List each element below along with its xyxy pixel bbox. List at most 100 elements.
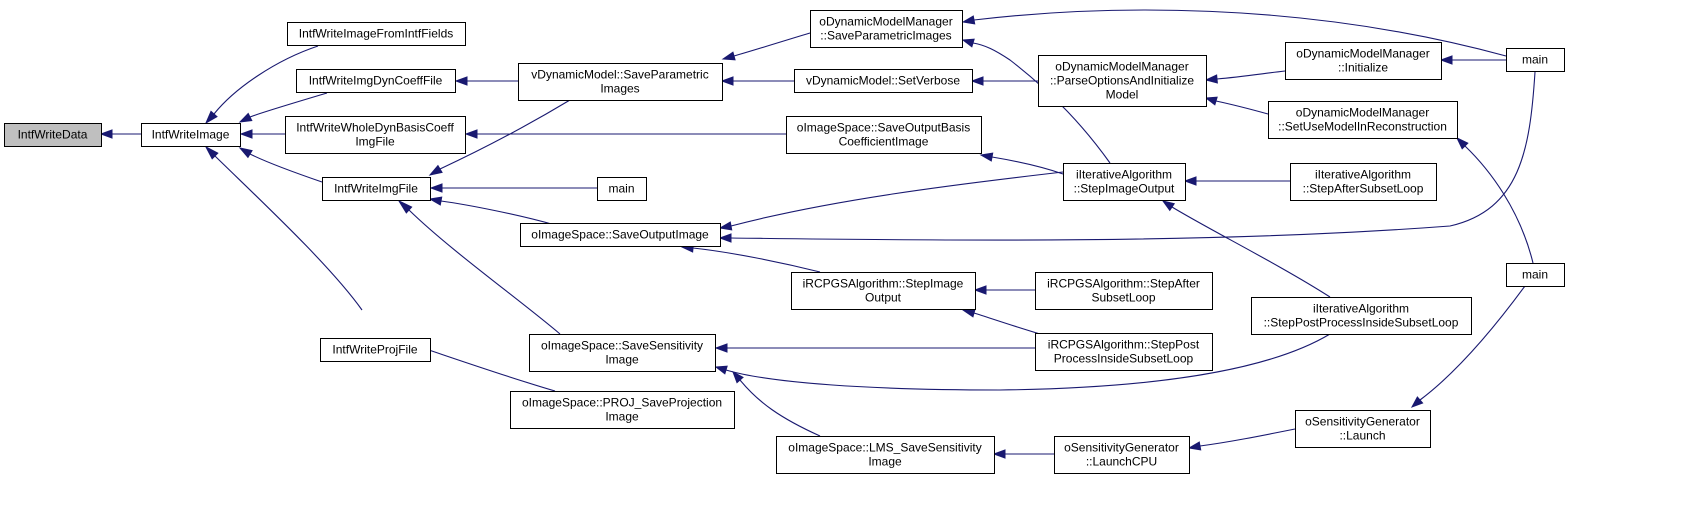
edge-arrowhead xyxy=(720,76,734,86)
edge-n13-to-n7 xyxy=(720,76,794,86)
edge-n18-to-n12 xyxy=(961,38,1111,164)
graph-node-n6[interactable]: IntfWriteProjFile xyxy=(320,338,431,362)
node-box xyxy=(529,334,716,372)
node-box xyxy=(1290,163,1437,201)
edge-n19-to-n15 xyxy=(973,285,1035,295)
graph-node-n15[interactable]: iRCPGSAlgorithm::StepImageOutput xyxy=(791,272,976,310)
edge-n6-to-n1 xyxy=(204,145,363,311)
edge-arrowhead xyxy=(239,129,253,139)
node-label-line: vDynamicModel::SaveParametric xyxy=(531,68,708,82)
graph-node-n20[interactable]: iRCPGSAlgorithm::StepPostProcessInsideSu… xyxy=(1035,333,1213,371)
edge-n28-to-n26 xyxy=(1410,285,1526,408)
node-box xyxy=(1268,101,1458,139)
edge-line xyxy=(249,153,323,183)
graph-node-n13[interactable]: vDynamicModel::SetVerbose xyxy=(794,69,973,93)
graph-node-n18[interactable]: iIterativeAlgorithm::StepImageOutput xyxy=(1063,163,1186,201)
node-label-line: ImgFile xyxy=(355,135,395,149)
graph-node-n2[interactable]: IntfWriteImageFromIntfFields xyxy=(287,22,466,46)
graph-node-n3[interactable]: IntfWriteImgDynCoeffFile xyxy=(296,69,456,93)
node-box xyxy=(285,116,466,154)
edge-arrowhead xyxy=(99,129,113,139)
edge-n9-to-n5 xyxy=(428,196,556,226)
edge-n16-to-n10 xyxy=(732,370,821,437)
edge-line xyxy=(1216,70,1286,80)
node-label-line: main xyxy=(1522,268,1548,282)
node-box xyxy=(4,123,102,147)
edge-n20-to-n10 xyxy=(714,343,1035,353)
node-box xyxy=(791,272,976,310)
node-label-line: oDynamicModelManager xyxy=(1055,60,1188,74)
edge-line xyxy=(692,247,821,273)
node-label-line: oImageSpace::SaveOutputBasis xyxy=(797,121,970,135)
node-box xyxy=(296,69,456,93)
edge-line xyxy=(730,171,1064,227)
graph-node-n24[interactable]: oDynamicModelManager::SetUseModelInRecon… xyxy=(1268,101,1458,139)
graph-node-n14[interactable]: oImageSpace::SaveOutputBasisCoefficientI… xyxy=(786,116,982,154)
graph-node-n1[interactable]: IntfWriteImage xyxy=(141,123,241,147)
edge-arrowhead xyxy=(238,147,253,159)
edge-line xyxy=(1419,285,1526,401)
node-box xyxy=(141,123,241,147)
node-box xyxy=(1038,55,1207,107)
graph-node-n27[interactable]: main xyxy=(1506,48,1565,72)
node-label-line: IntfWriteImage xyxy=(152,128,230,142)
graph-node-n23[interactable]: oDynamicModelManager::Initialize xyxy=(1285,42,1442,80)
node-box xyxy=(1251,297,1472,335)
edge-arrowhead xyxy=(204,145,219,160)
edge-n2-to-n1 xyxy=(204,45,319,125)
graph-node-n26[interactable]: oSensitivityGenerator::Launch xyxy=(1295,410,1431,448)
node-label-line: main xyxy=(1522,53,1548,67)
node-label-line: iIterativeAlgorithm xyxy=(1076,168,1172,182)
node-box xyxy=(520,223,721,247)
graph-node-n25[interactable]: iIterativeAlgorithm::StepAfterSubsetLoop xyxy=(1290,163,1437,201)
graph-node-n8[interactable]: main xyxy=(597,177,647,201)
node-label-line: vDynamicModel::SetVerbose xyxy=(806,74,960,88)
edge-arrowhead xyxy=(961,15,976,25)
node-box xyxy=(1506,263,1565,287)
edge-n7-to-n5 xyxy=(428,99,571,176)
node-box xyxy=(518,63,723,101)
edge-line xyxy=(991,156,1064,175)
edge-line xyxy=(725,333,1331,391)
graph-node-n19[interactable]: iRCPGSAlgorithm::StepAfterSubsetLoop xyxy=(1035,272,1213,310)
graph-node-n9[interactable]: oImageSpace::SaveOutputImage xyxy=(520,223,721,247)
graph-node-n0[interactable]: IntfWriteData xyxy=(4,123,102,147)
edge-arrowhead xyxy=(1455,136,1469,150)
node-label-line: SubsetLoop xyxy=(1091,291,1155,305)
node-label-line: IntfWriteData xyxy=(18,128,88,142)
node-label-line: Model xyxy=(1106,88,1139,102)
node-label-line: CoefficientImage xyxy=(839,135,929,149)
node-label-line: oSensitivityGenerator xyxy=(1064,441,1179,455)
edge-n1-to-n0 xyxy=(99,129,141,139)
graph-node-n12[interactable]: oDynamicModelManager::SaveParametricImag… xyxy=(810,10,963,48)
graph-node-n22[interactable]: oSensitivityGenerator::LaunchCPU xyxy=(1054,436,1190,474)
node-label-line: ::SetUseModelInReconstruction xyxy=(1278,120,1447,134)
graph-node-n5[interactable]: IntfWriteImgFile xyxy=(322,177,431,201)
graph-node-n7[interactable]: vDynamicModel::SaveParametricImages xyxy=(518,63,723,101)
node-box xyxy=(1035,272,1213,310)
graph-node-n17[interactable]: oDynamicModelManager::ParseOptionsAndIni… xyxy=(1038,55,1207,107)
edge-arrowhead xyxy=(1183,176,1197,186)
node-label-line: ::LaunchCPU xyxy=(1086,455,1157,469)
graph-node-n21[interactable]: iIterativeAlgorithm::StepPostProcessInsi… xyxy=(1251,297,1472,335)
node-label-line: oDynamicModelManager xyxy=(1296,106,1429,120)
edge-n18-to-n14 xyxy=(979,152,1064,175)
node-label-line: ProcessInsideSubsetLoop xyxy=(1054,352,1194,366)
node-label-line: oImageSpace::PROJ_SaveProjection xyxy=(522,396,722,410)
edge-n14-to-n4 xyxy=(464,129,787,139)
edge-n27-to-n12 xyxy=(961,9,1507,57)
edge-arrowhead xyxy=(961,308,976,318)
nodes-layer: IntfWriteData IntfWriteImage IntfWriteImag… xyxy=(4,10,1565,474)
node-label-line: oDynamicModelManager xyxy=(819,15,952,29)
graph-node-n28[interactable]: main xyxy=(1506,263,1565,287)
edge-arrowhead xyxy=(1187,441,1202,451)
edge-arrowhead xyxy=(204,110,218,125)
node-label-line: iIterativeAlgorithm xyxy=(1315,168,1411,182)
edge-arrowhead xyxy=(973,285,987,295)
edge-arrowhead xyxy=(714,365,728,375)
